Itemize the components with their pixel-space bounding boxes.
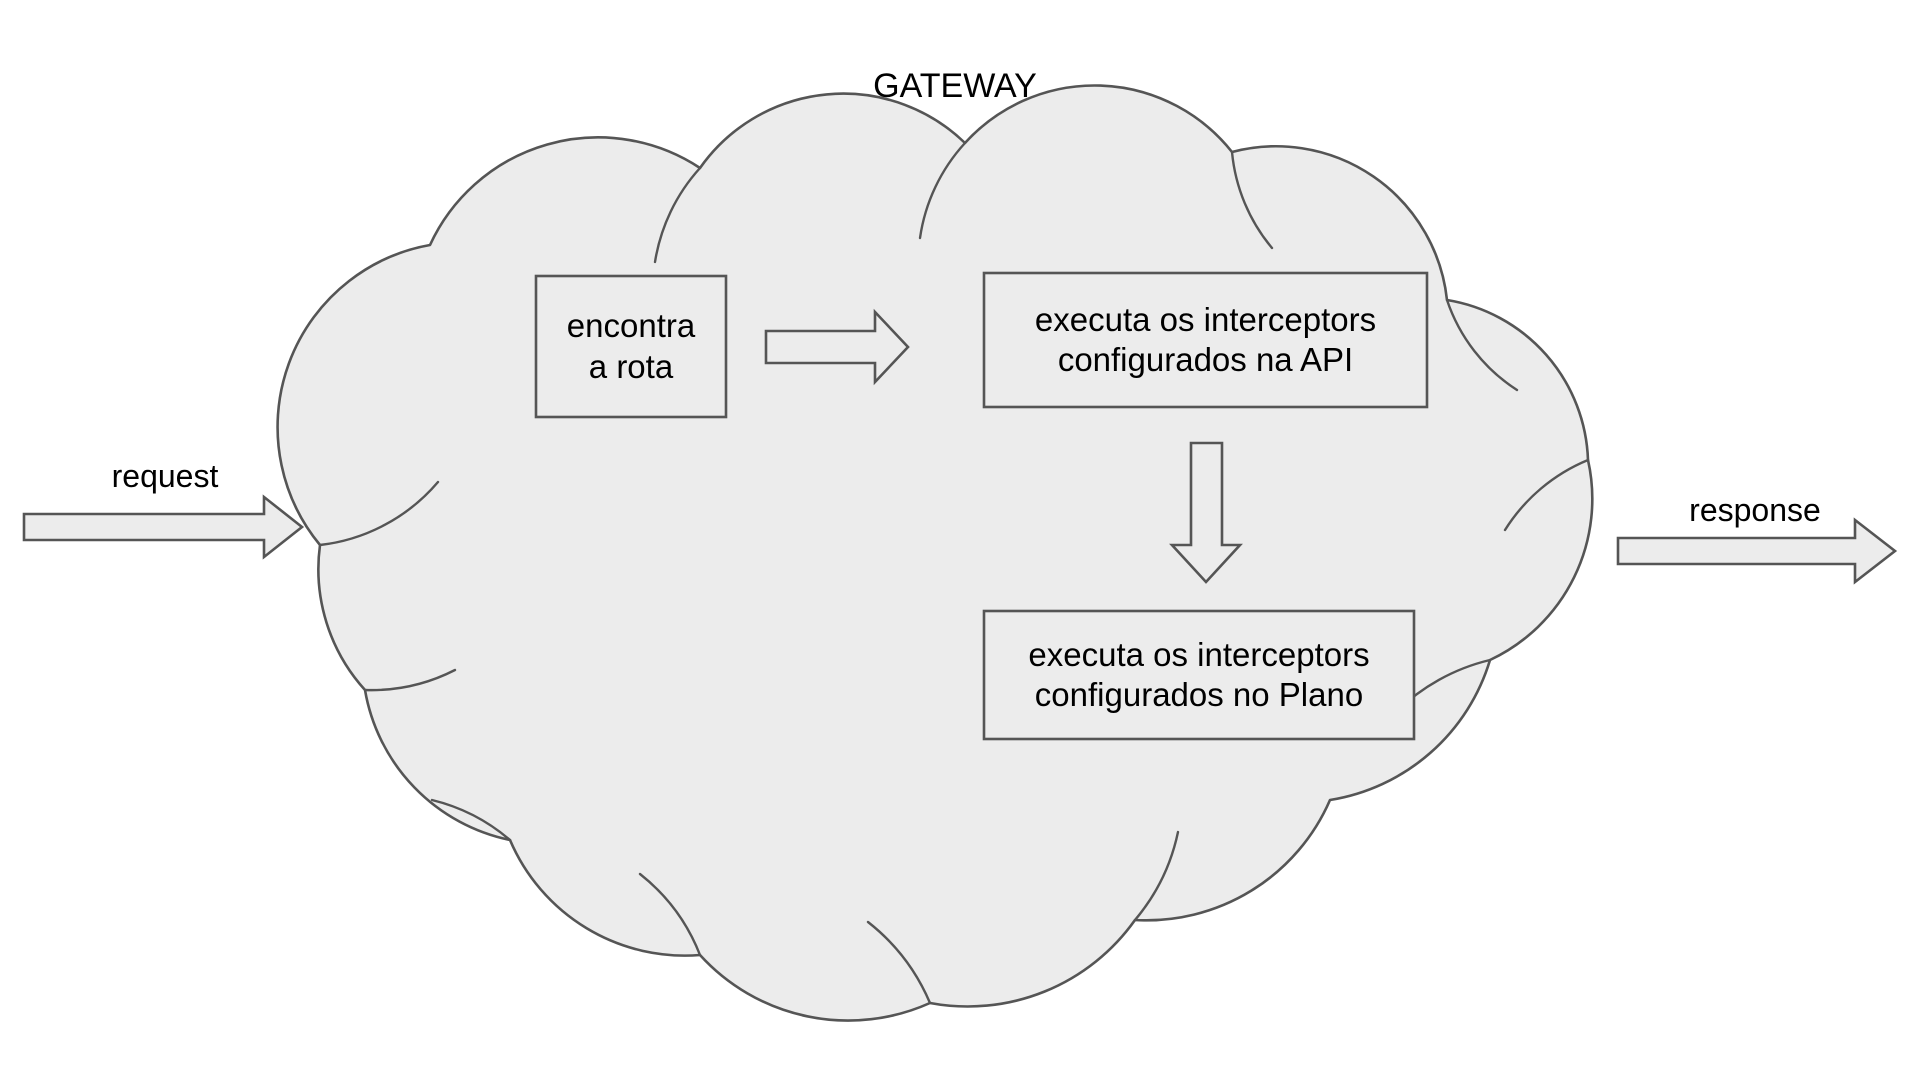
box-interceptors-plano xyxy=(982,609,1416,741)
response-arrow-icon xyxy=(1616,517,1898,585)
request-arrow-icon xyxy=(22,494,305,560)
box-interceptors-plano-label: executa os interceptors configurados no … xyxy=(1028,635,1370,713)
api-to-plano-arrow-icon xyxy=(1169,441,1243,584)
box-encontra-a-rota-label: encontra a rota xyxy=(566,307,696,385)
response-label: response xyxy=(1689,492,1821,528)
gateway-cloud xyxy=(276,84,1594,1022)
diagram-title: GATEWAY xyxy=(873,67,1037,105)
box-encontra-a-rota xyxy=(534,274,728,419)
box-interceptors-api-label: executa os interceptors configurados na … xyxy=(1034,300,1377,378)
rota-to-api-arrow-icon xyxy=(764,308,910,386)
request-label: request xyxy=(111,458,219,494)
box-interceptors-api xyxy=(982,271,1429,409)
